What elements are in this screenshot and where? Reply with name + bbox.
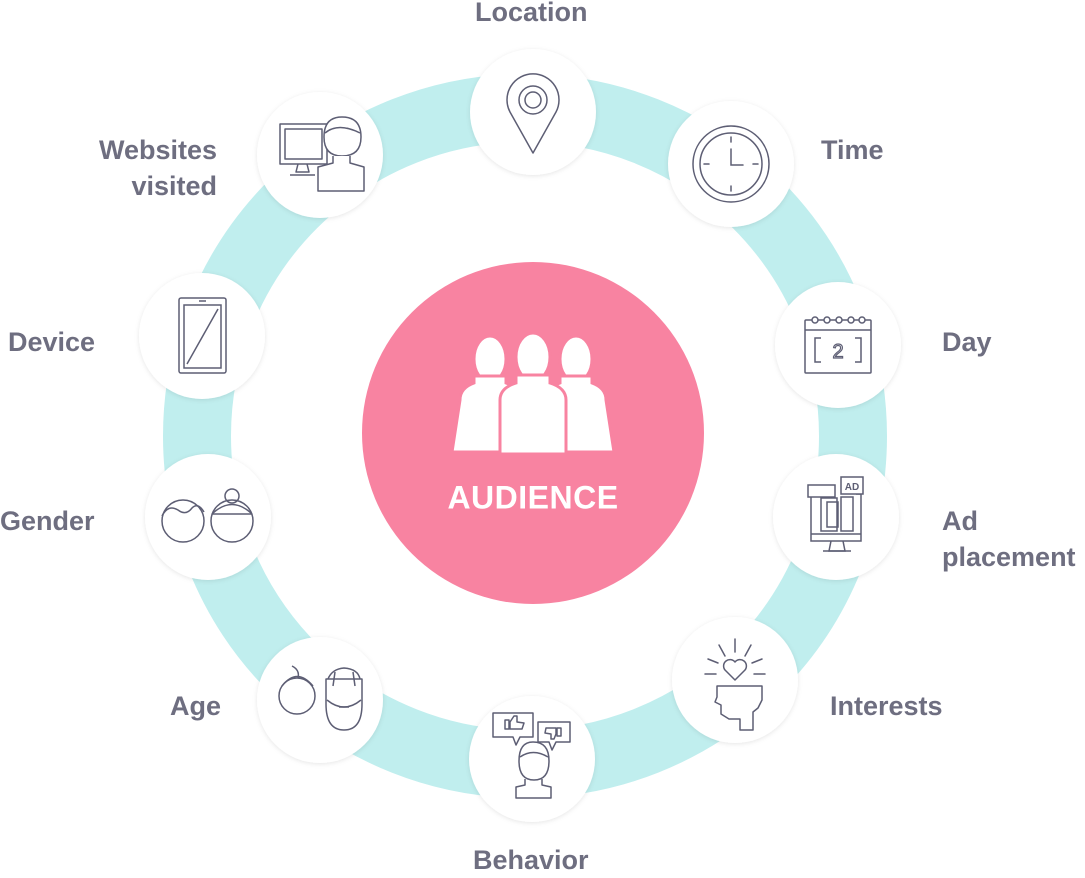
node-ad-placement: AD [773,454,899,580]
label-ad-placement: Ad placement [942,503,1076,575]
label-device-line: Device [8,327,96,357]
head-heart-icon [704,638,766,731]
label-device: Device [8,324,95,360]
label-day: Day [942,324,992,360]
node-websites-visited-circle [257,92,383,218]
label-day-line: Day [942,327,992,357]
male-female-heads-icon [161,488,254,543]
node-behavior [469,696,595,822]
smartphone-icon [178,297,227,374]
young-old-faces-icon [278,665,363,731]
label-ad-placement-line-2: placement [942,542,1076,572]
label-interests-line: Interests [830,691,943,721]
node-age-circle [257,637,383,763]
calendar-day-number: 2 [832,341,843,363]
node-day-circle [775,282,901,408]
group-of-people-icon [450,331,616,456]
clock-icon [692,125,770,203]
label-ad-placement-line-1: Ad [942,506,978,536]
label-location-line: Location [475,0,588,27]
label-gender: Gender [0,503,95,539]
label-time-line: Time [821,135,884,165]
label-websites-visited-line-1: Websites [98,135,217,165]
node-gender [145,454,271,580]
label-behavior: Behavior [473,842,589,878]
node-websites-visited [257,92,383,218]
center-title: AUDIENCE [447,479,619,516]
node-location-circle [470,49,596,175]
label-behavior-line: Behavior [473,845,589,875]
label-websites-visited-line-2: visited [131,171,217,201]
person-computer-icon [279,116,365,192]
label-interests: Interests [830,688,943,724]
label-gender-line: Gender [0,506,95,536]
node-interests [672,617,798,743]
node-age [257,637,383,763]
label-age: Age [170,688,221,724]
like-dislike-person-icon [492,712,571,799]
label-time: Time [821,132,884,168]
node-behavior-circle [469,696,595,822]
ad-monitor-icon [807,476,864,552]
label-location: Location [475,0,588,30]
map-pin-icon [506,73,560,154]
node-location [470,49,596,175]
label-age-line: Age [170,691,222,721]
node-gender-circle [145,454,271,580]
node-time [668,101,794,227]
calendar-icon [804,316,872,374]
ad-badge-text: AD [845,482,859,493]
node-device [139,273,265,399]
label-websites-visited: Websites visited [94,132,217,204]
node-day: 2 [775,282,901,408]
